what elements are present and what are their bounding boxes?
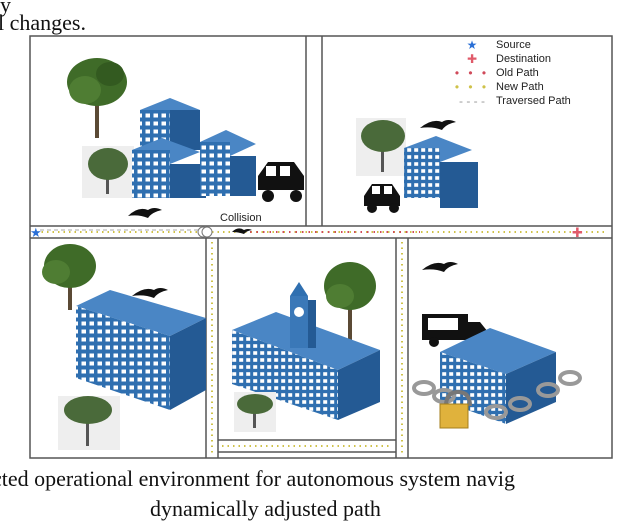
legend-item-destination: ✚ Destination: [452, 52, 571, 66]
bird-icon: [420, 120, 456, 130]
building-icon: [232, 282, 380, 420]
tree-icon: [234, 392, 276, 432]
top-text-line1: y: [0, 0, 11, 17]
tree-icon: [58, 396, 120, 450]
legend-item-old-path: • • • Old Path: [452, 66, 571, 80]
lock-icon: [439, 389, 472, 429]
car-icon: [258, 162, 304, 202]
legend-item-new-path: • • • New Path: [452, 80, 571, 94]
tree-icon: [42, 244, 96, 310]
collision-marker: [197, 226, 213, 238]
source-marker: ★: [30, 226, 42, 241]
caption-line2: dynamically adjusted path: [150, 496, 381, 521]
legend-label: New Path: [496, 81, 544, 93]
dotted-line-icon: • • •: [454, 80, 490, 94]
building-icon: [132, 98, 256, 198]
car-icon: [364, 184, 400, 213]
legend-label: Destination: [496, 53, 552, 65]
legend-label: Old Path: [496, 67, 539, 79]
bird-icon: [132, 288, 168, 298]
legend-label: Traversed Path: [496, 95, 571, 107]
building-icon: [404, 136, 478, 208]
top-text-line2: l changes.: [0, 10, 86, 35]
bird-icon: [232, 228, 252, 234]
tree-icon: [356, 118, 406, 176]
star-icon: ★: [466, 38, 478, 52]
horizontal-road: [30, 225, 612, 239]
vertical-road-right: [395, 238, 409, 458]
collision-label: Collision: [220, 212, 262, 224]
vertical-road-top: [305, 36, 323, 226]
destination-marker: ✚: [572, 226, 583, 241]
environment-figure: ★ ✚: [29, 35, 613, 459]
chain-icon: [412, 370, 582, 420]
bottom-road: [218, 439, 396, 453]
legend-item-traversed-path: - - - - Traversed Path: [452, 94, 571, 108]
dotted-line-icon: • • •: [454, 66, 490, 80]
tree-icon: [67, 58, 127, 138]
tree-icon: [82, 146, 134, 198]
dashed-line-icon: - - - -: [459, 94, 485, 108]
tree-icon: [324, 262, 376, 340]
vertical-road-left: [205, 238, 219, 458]
top-text: y l changes.: [0, 0, 86, 35]
bird-icon: [422, 262, 458, 272]
legend-label: Source: [496, 39, 531, 51]
outer-frame: [29, 35, 613, 459]
building-icon: [76, 290, 206, 410]
cross-icon: ✚: [466, 52, 478, 66]
building-icon: [440, 328, 556, 424]
caption-line1: cted operational environment for autonom…: [0, 466, 515, 491]
legend-item-source: ★ Source: [452, 38, 571, 52]
legend: ★ Source ✚ Destination • • • Old Path • …: [452, 38, 571, 108]
bird-icon: [128, 208, 162, 218]
